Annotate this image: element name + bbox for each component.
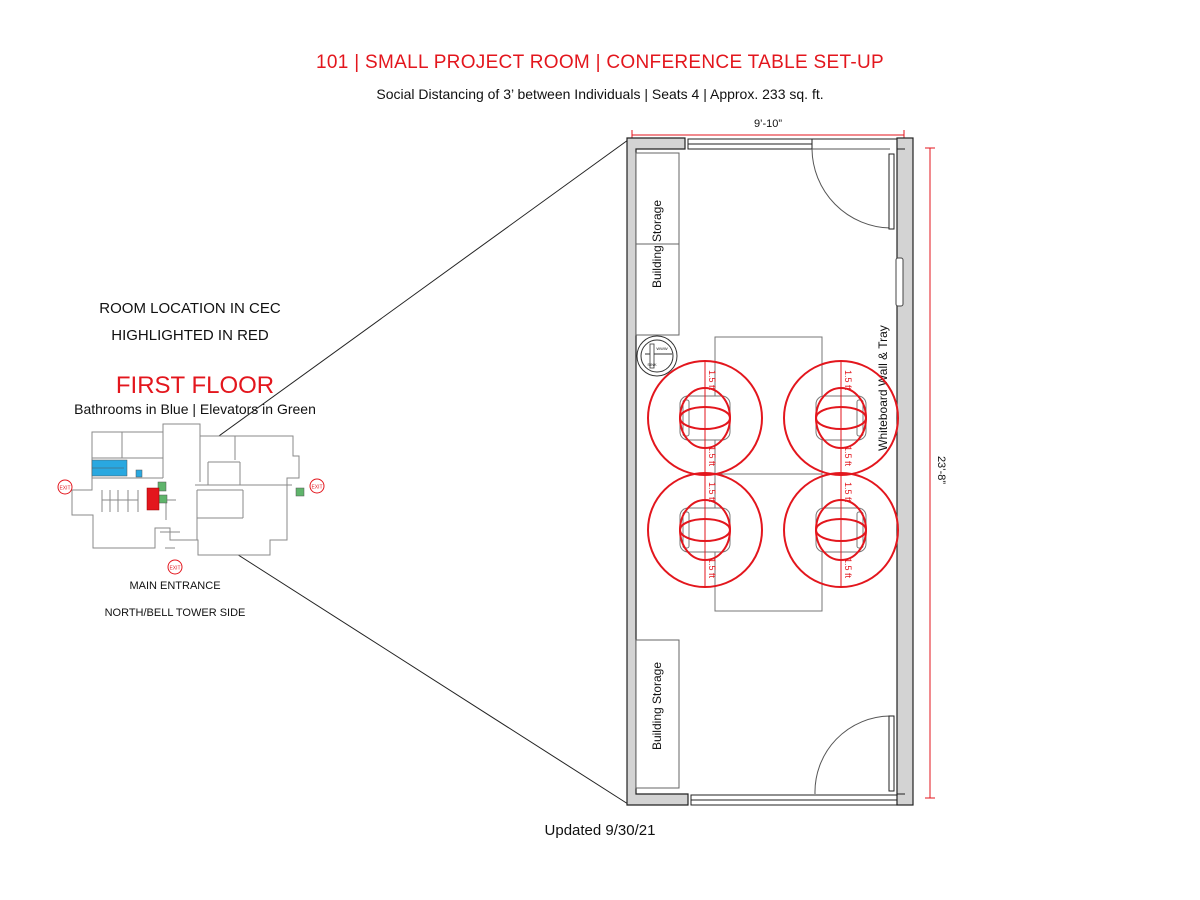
- elevator-2: [158, 494, 168, 504]
- bathroom-small: [135, 469, 143, 478]
- entrance-side-label: NORTH/BELL TOWER SIDE: [104, 607, 246, 619]
- page-title: 101 | SMALL PROJECT ROOM | CONFERENCE TA…: [316, 52, 884, 73]
- radius-label: 1.5 ft: [843, 482, 853, 503]
- radius-label: 1.5 ft: [843, 370, 853, 391]
- location-caption-line2: HIGHLIGHTED IN RED: [111, 327, 269, 344]
- length-dimension-label: 23’-8”: [935, 456, 947, 484]
- window-bottom: [690, 794, 898, 806]
- radius-label: 1.5 ft: [707, 558, 717, 579]
- table-bottom: [714, 473, 823, 612]
- radius-label: 1.5 ft: [843, 558, 853, 579]
- storage-bottom-label: Building Storage: [650, 662, 664, 750]
- seats: 1.5 ft1.5 ft1.5 ft1.5 ft1.5 ft1.5 ft1.5 …: [647, 360, 899, 588]
- storage-top-label: Building Storage: [650, 200, 664, 288]
- chair-back: [682, 511, 690, 549]
- seat-2: 1.5 ft 1.5 ft: [783, 360, 899, 476]
- table-top: [714, 336, 823, 475]
- seat-3: 1.5 ft 1.5 ft: [647, 472, 763, 588]
- sink: WWW SINK: [636, 335, 678, 377]
- whiteboard-label: Whiteboard Wall & Tray: [876, 325, 890, 451]
- elevator-3: [295, 487, 305, 497]
- chair-back: [682, 399, 690, 437]
- sink-bottom-label: SINK: [647, 362, 657, 367]
- exit-south-label: EXIT: [169, 566, 180, 572]
- whiteboard-tray: [895, 257, 904, 307]
- radius-label: 1.5 ft: [707, 446, 717, 467]
- exit-east-label: EXIT: [311, 485, 322, 491]
- color-legend: Bathrooms in Blue | Elevators in Green: [74, 401, 316, 417]
- main-entrance-label: MAIN ENTRANCE: [129, 580, 221, 592]
- chair-back: [856, 399, 864, 437]
- building-outline: [71, 423, 300, 556]
- radius-label: 1.5 ft: [707, 370, 717, 391]
- door-bottom: [814, 715, 895, 795]
- page-subtitle: Social Distancing of 3’ between Individu…: [376, 86, 824, 102]
- exit-south: EXIT: [167, 559, 183, 575]
- seat-4: 1.5 ft 1.5 ft: [783, 472, 899, 588]
- zoom-line-top: [157, 139, 629, 481]
- elevator-1: [157, 481, 167, 492]
- window-top: [687, 138, 813, 150]
- storage-top: Building Storage: [635, 152, 680, 336]
- updated-date: Updated 9/30/21: [544, 822, 656, 839]
- room-101-highlight: [146, 487, 160, 511]
- radius-label: 1.5 ft: [707, 482, 717, 503]
- floor-label: FIRST FLOOR: [115, 372, 275, 399]
- location-caption-line1: ROOM LOCATION IN CEC: [99, 300, 281, 317]
- length-dimension: [925, 147, 935, 799]
- exit-west-label: EXIT: [59, 486, 70, 492]
- sink-top-label: WWW: [656, 346, 668, 351]
- exit-east: EXIT: [309, 478, 325, 494]
- building-mini-map: [71, 423, 300, 556]
- width-dimension-label: 9’-10”: [754, 118, 782, 130]
- conference-tables: [714, 336, 823, 612]
- chair-back: [856, 511, 864, 549]
- door-top: [811, 138, 897, 230]
- storage-bottom: Building Storage: [635, 639, 680, 789]
- exit-west: EXIT: [57, 479, 73, 495]
- radius-label: 1.5 ft: [843, 446, 853, 467]
